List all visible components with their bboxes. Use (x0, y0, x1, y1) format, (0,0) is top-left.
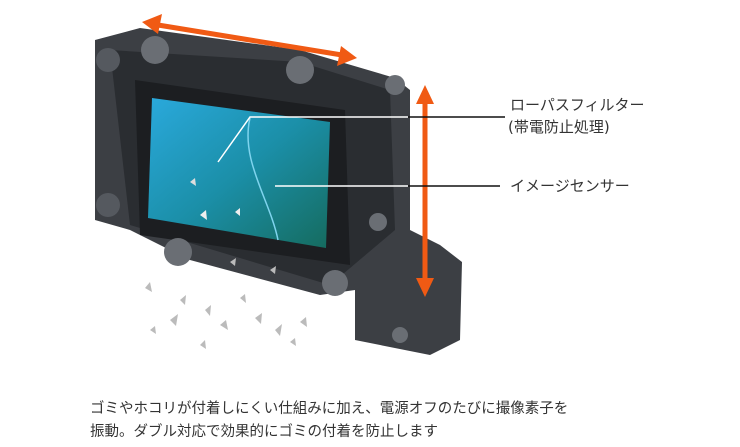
dust-particles (145, 178, 307, 349)
leader-lines (217, 116, 505, 187)
lowpass-filter-glass (148, 98, 330, 248)
image-sensor-label: イメージセンサー (510, 177, 630, 195)
lowpass-filter-label: ローパスフィルター (510, 96, 645, 114)
caption-line-2: 振動。ダブル対応で効果的にゴミの付着を防止します (90, 424, 438, 440)
vertical-vibration-arrow (416, 85, 434, 297)
lowpass-filter-note: (帯電防止処理) (508, 118, 610, 136)
caption-line-1: ゴミやホコリが付着しにくい仕組みに加え、電源オフのたびに撮像素子を (90, 401, 569, 417)
horizontal-vibration-arrow (142, 14, 357, 66)
